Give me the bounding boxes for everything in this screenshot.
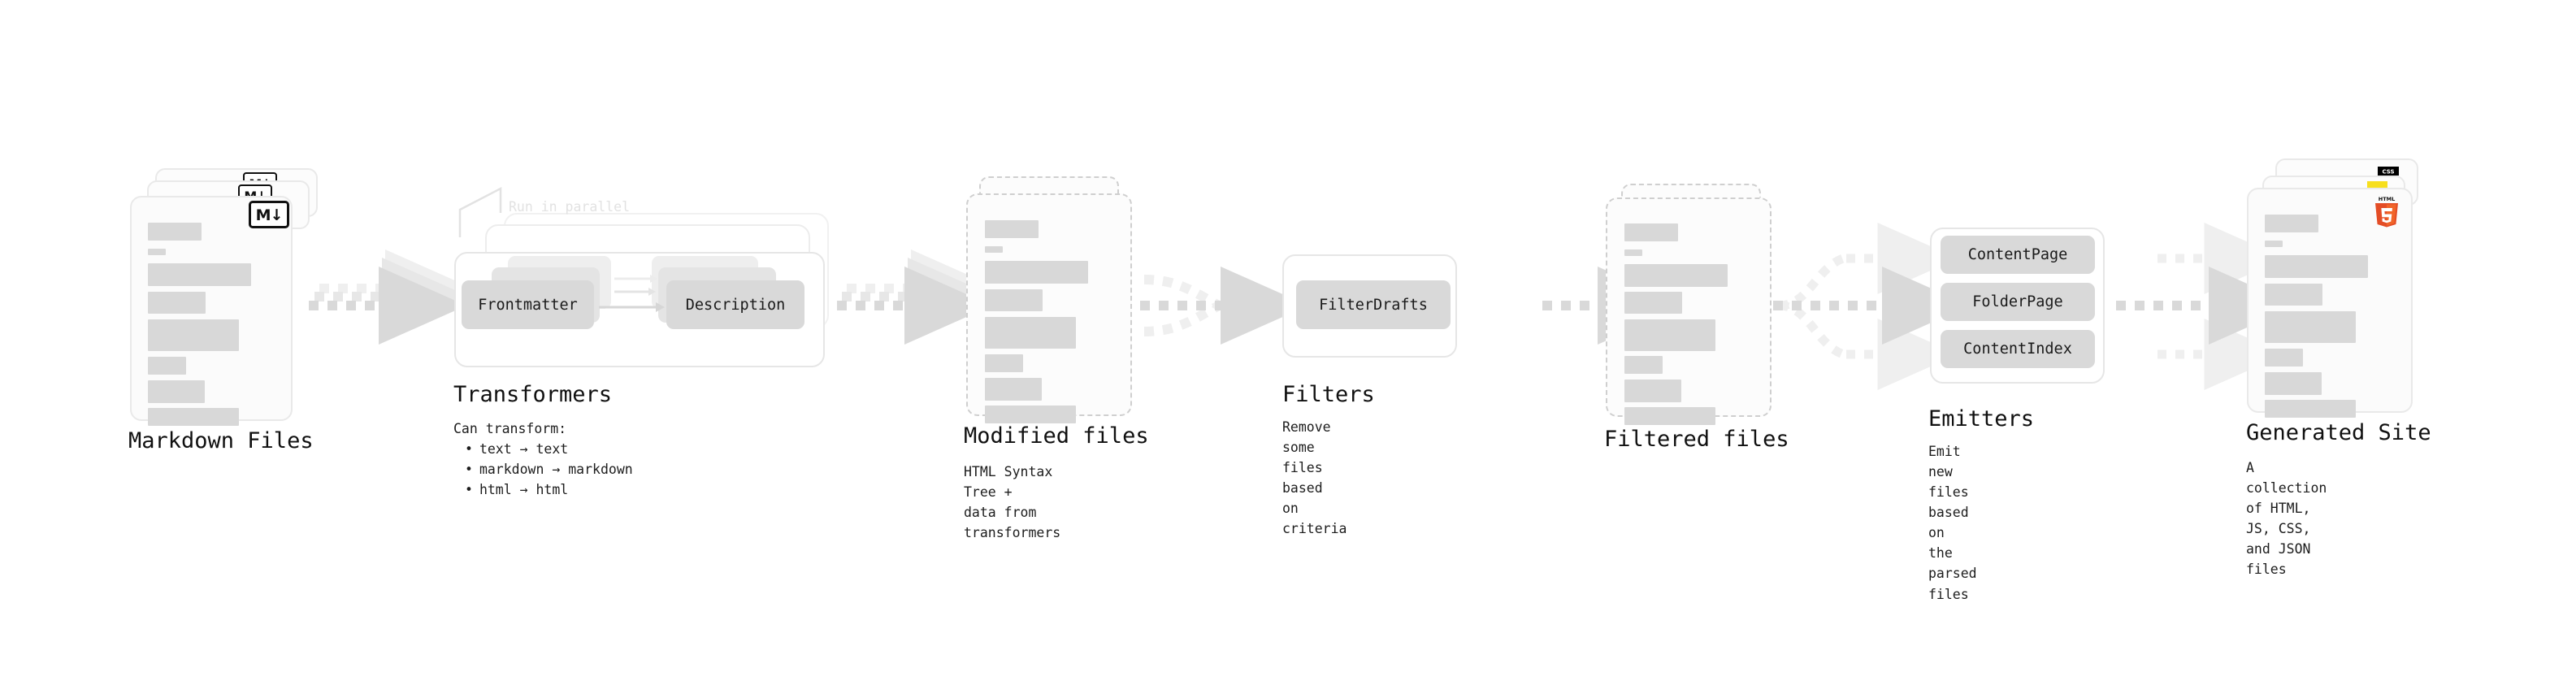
content-bar: [148, 249, 166, 255]
emitter-pill-folderpage[interactable]: FolderPage: [1941, 283, 2095, 321]
list-item: text → text: [465, 439, 633, 459]
content-bar: [2265, 284, 2322, 306]
modified-files-title: Modified files: [964, 423, 1149, 449]
content-bar: [2265, 255, 2368, 278]
transformer-pill-description[interactable]: Description: [666, 280, 804, 329]
content-bar: [1624, 319, 1715, 351]
generated-site-title: Generated Site: [2246, 420, 2431, 445]
content-bar: [1624, 380, 1681, 402]
list-item: html → html: [465, 479, 633, 500]
svg-text:CSS: CSS: [2382, 169, 2394, 176]
content-bar: [148, 263, 251, 286]
list-item: markdown → markdown: [465, 459, 633, 479]
filtered-files-title: Filtered files: [1604, 427, 1789, 452]
capabilities-list: text → text markdown → markdown html → h…: [453, 439, 633, 500]
filters-subtitle: Remove some files based on criteria: [1282, 419, 1347, 537]
pill-label: Description: [685, 296, 786, 314]
emitters-subtitle: Emit new files based on the parsed files: [1928, 444, 1977, 602]
markdown-card-front: [130, 196, 293, 426]
content-bar: [1624, 292, 1682, 314]
content-bar: [2265, 349, 2303, 367]
content-bar: [985, 317, 1076, 349]
run-in-parallel-annotation: Run in parallel: [509, 199, 631, 215]
content-bar: [2265, 400, 2356, 418]
filters-title: Filters: [1282, 382, 1375, 407]
content-bar: [148, 380, 205, 403]
capabilities-lead: Can transform:: [453, 421, 567, 436]
svg-text:HTML: HTML: [2379, 196, 2395, 202]
filtered-card-front: [1606, 197, 1772, 425]
markdown-files-title: Markdown Files: [128, 428, 314, 453]
content-bar: [2265, 241, 2283, 247]
pill-label: FilterDrafts: [1319, 296, 1428, 314]
content-bar: [985, 246, 1003, 253]
pill-label: ContentIndex: [1963, 340, 2072, 358]
generated-site-subtitle: A collection of HTML, JS, CSS, and JSON …: [2246, 460, 2327, 578]
transformer-inner-arrow: [599, 302, 665, 312]
arrow-modified-to-filters: [1140, 267, 1308, 345]
content-bar: [985, 220, 1039, 238]
modified-card-front: [966, 193, 1132, 423]
transformer-inner-arrows-ghost: [614, 275, 657, 296]
content-bar: [985, 289, 1043, 311]
content-bar: [148, 319, 239, 351]
content-bar: [148, 223, 202, 241]
pill-label: ContentPage: [1967, 246, 2068, 263]
emitter-pill-contentpage[interactable]: ContentPage: [1941, 236, 2095, 274]
arrow-md-to-transformers: [309, 249, 473, 345]
transformers-title: Transformers: [453, 382, 613, 407]
content-bar: [985, 354, 1023, 372]
content-bar: [148, 292, 206, 314]
content-bar: [1624, 249, 1642, 256]
markdown-icon: M↓: [249, 201, 289, 228]
arrow-transformers-to-modified: [837, 249, 999, 345]
emitter-pill-contentindex[interactable]: ContentIndex: [1941, 330, 2095, 368]
content-bar: [2265, 372, 2322, 395]
content-bar: [2265, 311, 2356, 343]
html5-icon: HTML: [2375, 196, 2398, 228]
content-bar: [1624, 264, 1728, 287]
emitters-title: Emitters: [1928, 406, 2035, 432]
pill-label: Frontmatter: [478, 296, 578, 314]
content-bar: [1624, 407, 1715, 425]
pill-label: FolderPage: [1972, 293, 2063, 310]
arrow-emitters-to-site: [2116, 223, 2296, 390]
transformer-pill-frontmatter[interactable]: Frontmatter: [462, 280, 594, 329]
content-bar: [985, 378, 1042, 401]
content-bar: [985, 406, 1076, 423]
content-bar: [148, 357, 186, 375]
modified-files-subtitle: HTML Syntax Tree + data from transformer…: [964, 464, 1061, 541]
arrow-filtered-to-emitters: [1773, 223, 1970, 390]
content-bar: [2265, 215, 2318, 232]
content-bar: [1624, 223, 1678, 241]
content-bar: [1624, 356, 1663, 374]
filter-pill-filterdrafts[interactable]: FilterDrafts: [1296, 280, 1451, 329]
transformers-capabilities: Can transform: text → text markdown → ma…: [453, 419, 633, 500]
content-bar: [148, 408, 239, 426]
content-bar: [985, 261, 1088, 284]
